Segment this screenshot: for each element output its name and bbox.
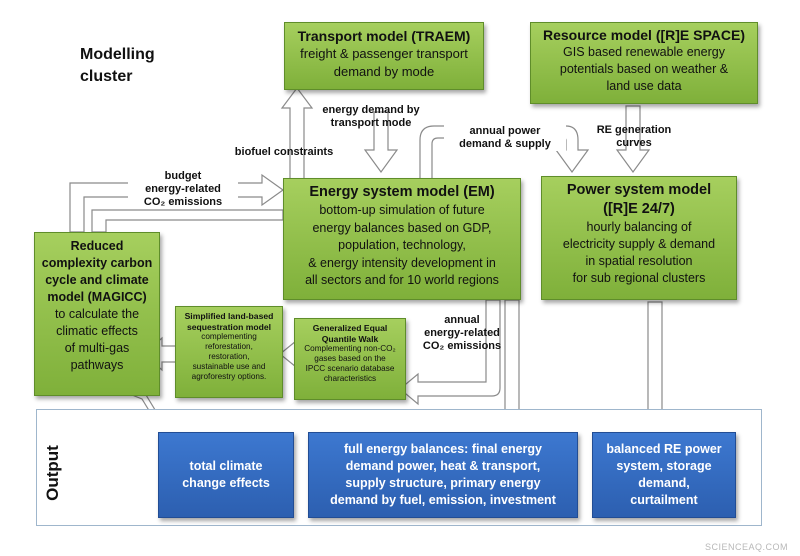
label-re-generation-curves: RE generation curves [596,124,672,149]
output-climate-effects: total climate change effects [158,432,294,518]
arrow-em-to-transport [280,87,314,181]
label-biofuel-constraints: biofuel constraints [234,146,334,158]
arrow-em-to-geqw [399,299,501,406]
land-sequestration-model-box: Simplified land-based sequestration mode… [175,306,283,398]
resource-model-title: Resource model ([R]E SPACE) [543,27,745,43]
output-label: Output [43,445,62,501]
label-annual-power-demand: annual power demand & supply [444,125,566,151]
resource-model-box: Resource model ([R]E SPACE) GIS based re… [530,22,758,104]
output-re-power-system: balanced RE power system, storage demand… [592,432,736,518]
energy-system-model-title: Energy system model (EM) [309,184,495,200]
modelling-cluster-label: Modelling cluster [80,46,155,85]
energy-system-model-box: Energy system model (EM) bottom-up simul… [283,178,521,300]
label-energy-demand-by-transport: energy demand by transport mode [322,104,420,129]
watermark: SCIENCEAQ.COM [704,542,788,552]
arrow-resource-to-power [615,105,651,174]
arrow-transport-to-em [363,111,399,174]
output-energy-balances: full energy balances: final energy deman… [308,432,578,518]
power-system-model-title-2: ([R]E 24/7) [603,201,675,217]
power-system-model-title-1: Power system model [566,182,712,198]
magicc-model-box: Reduced complexity carbon cycle and clim… [34,232,160,396]
label-annual-co2-emissions: annual energy-related CO₂ emissions [422,314,502,352]
label-budget-co2: budget energy-related CO₂ emissions [128,170,238,209]
geqw-model-box: Generalized Equal Quantile Walk Compleme… [294,318,406,400]
transport-model-box: Transport model (TRAEM) freight & passen… [284,22,484,90]
transport-model-title: Transport model (TRAEM) [297,28,471,44]
power-system-model-box: Power system model ([R]E 24/7) hourly ba… [541,176,737,300]
arrow-magicc-to-em-lower [91,209,284,233]
